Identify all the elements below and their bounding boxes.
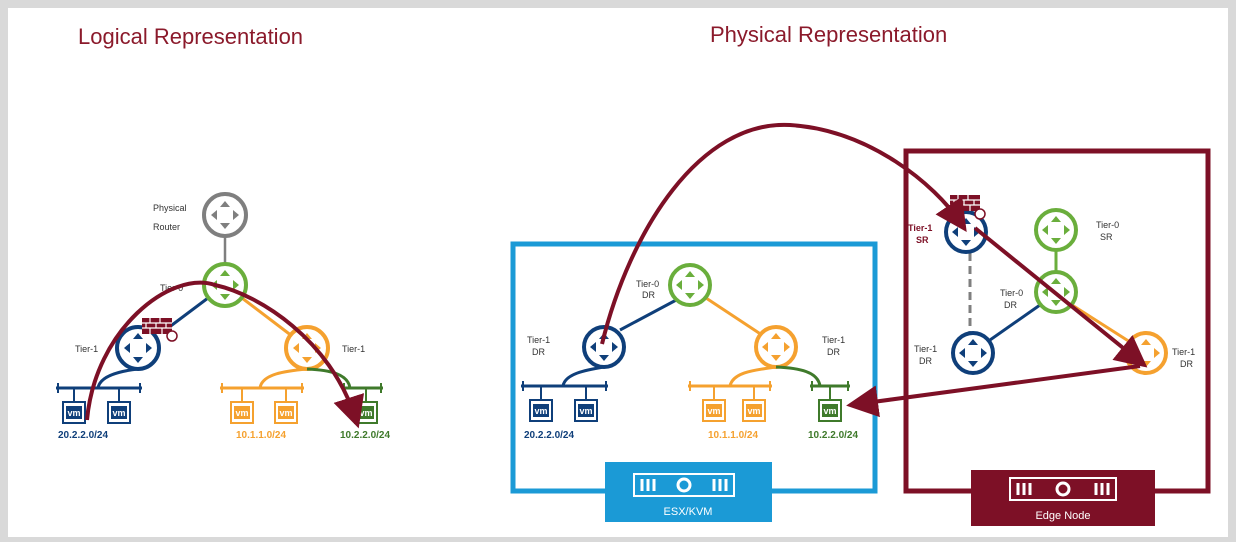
edge-tier1-sr-label-2: SR bbox=[916, 235, 929, 245]
svg-text:vm: vm bbox=[579, 406, 592, 416]
edge-tier1-dr-label-2: DR bbox=[919, 356, 932, 366]
tier1-dr-left-label-1: Tier-1 bbox=[527, 335, 550, 345]
esx-label: ESX/KVM bbox=[664, 506, 713, 518]
tier1-left-label: Tier-1 bbox=[75, 344, 98, 354]
physical-traffic-arrow-to-edge bbox=[600, 122, 967, 345]
tier0-dr-label-1: Tier-0 bbox=[636, 279, 659, 289]
phys-subnet-orange-label: 10.1.1.0/24 bbox=[708, 430, 758, 441]
svg-text:vm: vm bbox=[823, 406, 836, 416]
link-tier1-left-segment bbox=[96, 367, 139, 389]
firewall-icon bbox=[142, 318, 178, 342]
tier1-right-router-icon bbox=[284, 325, 330, 371]
logical-title: Logical Representation bbox=[78, 24, 303, 49]
tier0-dr-router-icon bbox=[668, 263, 712, 307]
physical-traffic-arrow-to-vm bbox=[846, 364, 1141, 418]
subnet-orange-label: 10.1.1.0/24 bbox=[236, 430, 286, 441]
phys-subnet-green-label: 10.2.2.0/24 bbox=[808, 430, 858, 441]
tier1-dr-right-label-2: DR bbox=[827, 347, 840, 357]
logical-traffic-arrow bbox=[85, 280, 365, 429]
tier0-dr-label-2: DR bbox=[642, 290, 655, 300]
edge-tier0-sr-label-2: SR bbox=[1100, 232, 1113, 242]
link-tier0-tier1-left bbox=[167, 293, 213, 330]
tier1-dr-right-router-icon bbox=[754, 325, 798, 369]
edge-server-icon bbox=[971, 470, 1155, 526]
subnet-blue-label: 20.2.2.0/24 bbox=[58, 430, 108, 441]
edge-tier1-dr-right-label-2: DR bbox=[1180, 359, 1193, 369]
edge-tier1-dr-right-label-1: Tier-1 bbox=[1172, 347, 1195, 357]
esx-server-icon bbox=[605, 462, 772, 522]
svg-text:vm: vm bbox=[67, 408, 80, 418]
subnet-green-label: 10.2.2.0/24 bbox=[340, 430, 390, 441]
tier1-right-label: Tier-1 bbox=[342, 344, 365, 354]
edge-tier1-dr-router-icon bbox=[951, 331, 995, 375]
physical-router-label-1: Physical bbox=[153, 203, 187, 213]
edge-tier1-dr-label-1: Tier-1 bbox=[914, 344, 937, 354]
physical-router-icon bbox=[202, 192, 248, 238]
svg-text:vm: vm bbox=[534, 406, 547, 416]
physical-router-label-2: Router bbox=[153, 222, 180, 232]
edge-internal-diagram: Tier-1 SR Tier-0 SR Tier-0 DR Tier-1 DR … bbox=[908, 195, 1195, 375]
svg-text:vm: vm bbox=[747, 406, 760, 416]
edge-tier0-sr-label-1: Tier-0 bbox=[1096, 220, 1119, 230]
svg-text:vm: vm bbox=[112, 408, 125, 418]
edge-tier0-dr-label-1: Tier-0 bbox=[1000, 288, 1023, 298]
edge-label: Edge Node bbox=[1035, 510, 1090, 522]
svg-text:vm: vm bbox=[279, 408, 292, 418]
tier1-dr-right-label-1: Tier-1 bbox=[822, 335, 845, 345]
slide-background bbox=[8, 8, 1228, 537]
physical-traffic-arrow-sr-to-dr bbox=[973, 226, 1148, 368]
svg-text:vm: vm bbox=[235, 408, 248, 418]
svg-text:vm: vm bbox=[707, 406, 720, 416]
phys-subnet-blue-label: 20.2.2.0/24 bbox=[524, 430, 574, 441]
edge-tier0-dr-label-2: DR bbox=[1004, 300, 1017, 310]
logical-representation: Physical Router Tier-0 Tier-1 Tier-1 bbox=[56, 192, 390, 441]
svg-text:vm: vm bbox=[359, 408, 372, 418]
esx-internal-diagram: Tier-0 DR Tier-1 DR Tier-1 DR vm vm 20.2… bbox=[521, 263, 858, 441]
physical-title: Physical Representation bbox=[710, 22, 947, 47]
link-tier0-tier1-right bbox=[237, 293, 293, 338]
edge-tier0-sr-router-icon bbox=[1034, 208, 1078, 252]
tier1-dr-left-label-2: DR bbox=[532, 347, 545, 357]
edge-tier1-sr-label-1: Tier-1 bbox=[908, 223, 932, 233]
